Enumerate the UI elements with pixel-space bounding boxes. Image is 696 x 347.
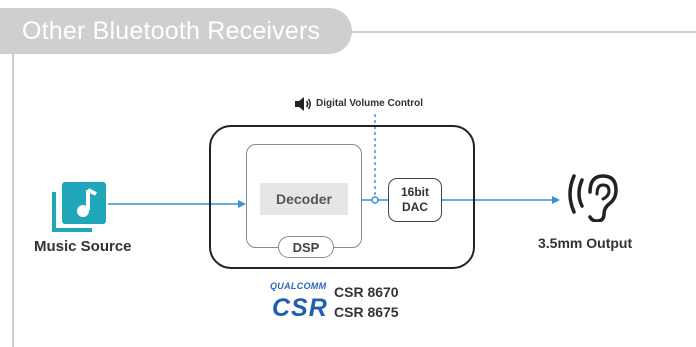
speaker-icon	[295, 97, 311, 111]
volume-control-label: Digital Volume Control	[316, 98, 424, 109]
title-rule	[340, 31, 696, 33]
csr-logo: CSR	[272, 294, 328, 322]
decoder-block: Decoder	[260, 183, 348, 215]
frame-rule	[12, 52, 14, 347]
dac-block: 16bit DAC	[388, 178, 442, 222]
volume-node	[371, 196, 379, 204]
dsp-label: DSP	[278, 236, 334, 258]
chip-model-2: CSR 8675	[334, 304, 399, 320]
output-arrowhead	[552, 196, 560, 204]
bluetooth-chip-box	[209, 125, 475, 269]
chip-model-1: CSR 8670	[334, 284, 399, 300]
music-library-icon	[52, 182, 106, 232]
qualcomm-logo: QUALCOMM	[270, 281, 327, 291]
dac-bits-label: 16bit	[400, 185, 429, 199]
dac-label: DAC	[402, 200, 428, 214]
music-source-label: Music Source	[34, 238, 132, 255]
ear-icon	[568, 174, 618, 222]
source-arrowhead	[238, 200, 246, 208]
section-title-tab: Other Bluetooth Receivers	[0, 8, 352, 54]
output-label: 3.5mm Output	[538, 235, 633, 251]
